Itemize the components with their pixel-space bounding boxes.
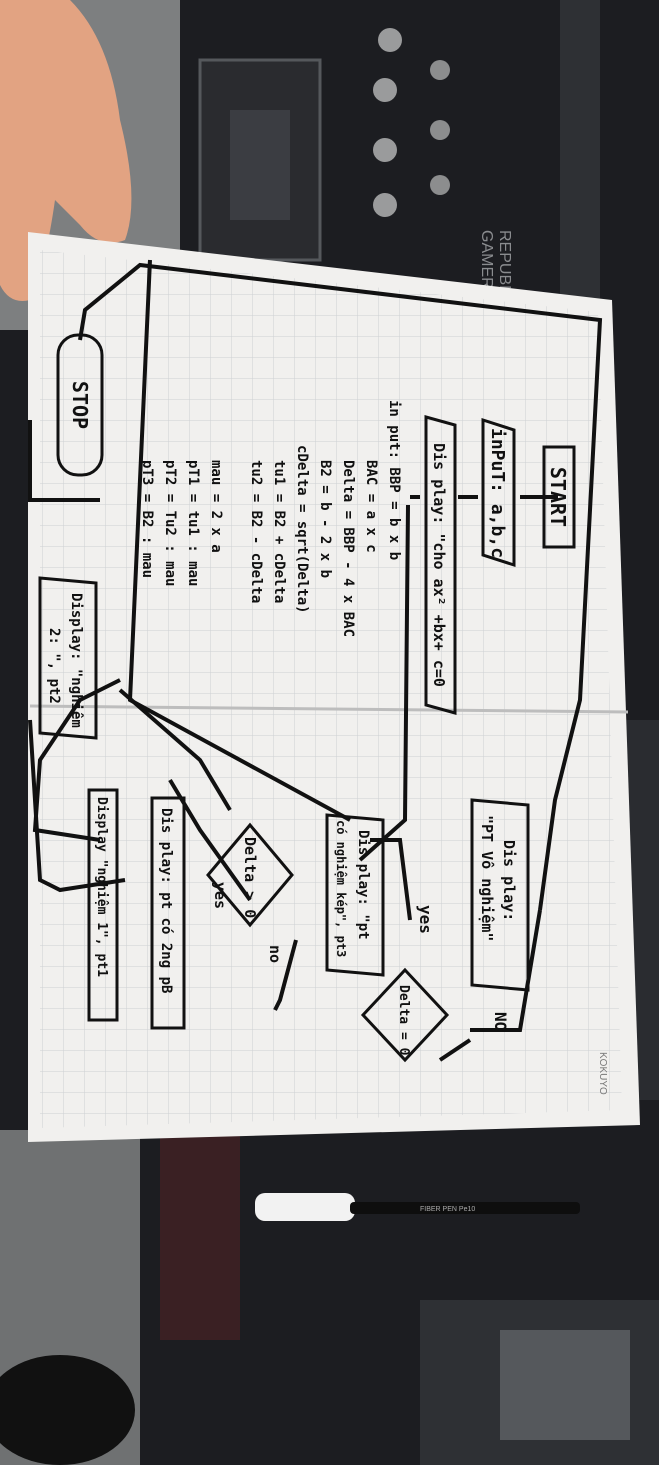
stop-label: STOP [68, 381, 92, 429]
display-nghiem1-label: Display "nghiệm 1", pt1 [94, 797, 109, 977]
vo-nghiem-line-2: "PT Vô nghiệm" [478, 815, 496, 941]
compute-line-4: B2 = b - 2 x b [317, 460, 333, 578]
display-nghiem-kep-node: Dis play: "pt có nghiệm kép", pt3 [325, 813, 385, 977]
input-abc-node: inPuT: a,b,c [481, 417, 516, 568]
decision-delta-zero-label: Delta = 0 [396, 985, 411, 1056]
compute-line-1: in put: BBP = b x b [386, 400, 402, 560]
display-2-nghiem-node: Dis play: pt có 2ng pB [150, 796, 186, 1030]
hand [0, 0, 132, 301]
display-vo-nghiem-node: Dis play: "PT Vô nghiệm" [470, 798, 530, 992]
notebook-brand: KOKUYO [597, 1052, 608, 1095]
decision-delta-positive-label: Delta > 0 [241, 837, 259, 918]
vo-nghiem-line-1: Dis play: [500, 840, 518, 921]
decision-delta-positive: Delta > 0 [206, 822, 294, 928]
notebook: KOKUYO [28, 232, 640, 1142]
start-label: START [546, 467, 570, 527]
display-2-nghiem-label: Dis play: pt có 2ng pB [158, 808, 174, 993]
compute-line-11: pT3 = B2 : mau [139, 460, 155, 578]
display-nghiem2-node: Display: "nghiệm 2: ", pt2 [38, 576, 98, 740]
svg-text:NO: NO [491, 1012, 510, 1031]
compute-line-5: cDelta = sqrt(Delta) [294, 445, 310, 614]
display-equation-label: Dis play: "cho ax² +bx+ c=0 [430, 443, 448, 687]
svg-text:yes: yes [211, 882, 229, 909]
svg-text:yes: yes [416, 905, 435, 934]
compute-line-9: pT1 = tu1 : mau [185, 460, 201, 586]
label-yes-top: yes [416, 905, 435, 934]
input-abc-label: inPuT: a,b,c [487, 428, 508, 558]
board-text-line-2: GAMERS [478, 230, 495, 299]
stop-node: STOP [56, 333, 104, 477]
compute-line-8: mau = 2 x a [208, 460, 224, 553]
label-yes-mid: yes [211, 882, 229, 909]
compute-line-2: BAC = a x c [363, 460, 379, 553]
start-node: START [542, 445, 576, 549]
nghiem2-line-2: 2: ", pt2 [46, 628, 62, 704]
nghiem2-line-1: Display: "nghiệm [68, 593, 84, 728]
nghiem-kep-line-2: có nghiệm kép", pt3 [334, 820, 348, 957]
marker-pen: FIBER PEN Pe10 [255, 1193, 580, 1221]
compute-line-7: tu2 = B2 - cDelta [248, 460, 264, 603]
label-no-mid: no [266, 945, 284, 963]
compute-line-10: pT2 = Tu2 : mau [162, 460, 178, 586]
compute-line-3: Delta = BBP - 4 x BAC [340, 460, 356, 637]
compute-block: in put: BBP = b x b BAC = a x c Delta = … [139, 400, 402, 637]
decision-delta-zero: Delta = 0 [360, 967, 450, 1063]
compute-line-6: tu1 = B2 + cDelta [271, 460, 287, 603]
pen-label: FIBER PEN Pe10 [420, 1206, 475, 1213]
display-nghiem1-node: Display "nghiệm 1", pt1 [87, 788, 119, 1022]
nghiem-kep-line-1: Dis play: "pt [355, 830, 371, 940]
display-equation-node: Dis play: "cho ax² +bx+ c=0 [424, 415, 457, 715]
svg-text:no: no [266, 945, 284, 963]
label-no-top: NO [491, 1012, 510, 1031]
